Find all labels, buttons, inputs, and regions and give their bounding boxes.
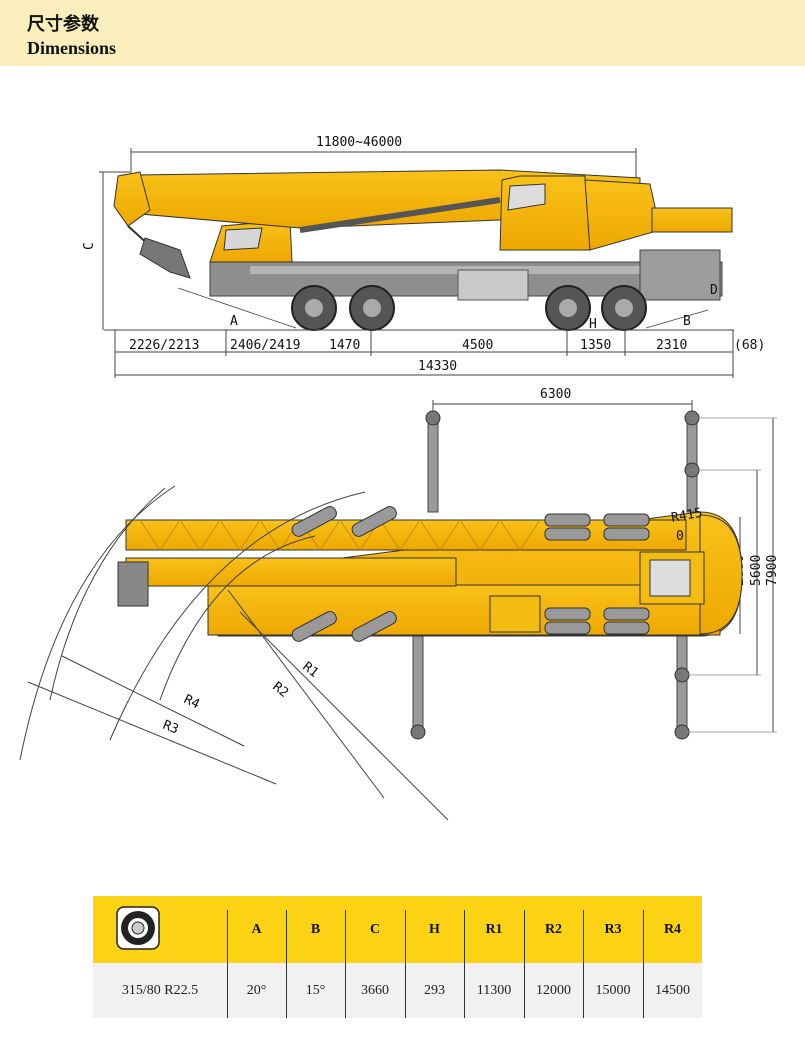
section-title-en: Dimensions xyxy=(27,38,117,58)
rear-overhang-label: 2310 xyxy=(656,338,687,353)
header-c: C xyxy=(369,921,381,937)
r1-label: R1 xyxy=(300,659,322,680)
cell-r2: 12000 xyxy=(536,982,571,998)
dimension-d-label: D xyxy=(710,283,718,298)
width-5600-label: 5600 xyxy=(749,555,764,586)
dimensions-table: A B C H R1 R2 R3 R4 315/80 R22.5 20° 15°… xyxy=(93,896,702,1020)
clearance-h-label: H xyxy=(589,317,597,332)
table-header-row: A B C H R1 R2 R3 R4 xyxy=(93,896,702,963)
width-7900-label: 7900 xyxy=(765,555,780,586)
header-h: H xyxy=(429,921,440,937)
divider xyxy=(583,910,584,1018)
angle-a-label: A xyxy=(230,314,238,329)
header-r2: R2 xyxy=(544,921,563,937)
cell-h: 293 xyxy=(424,982,445,998)
front-overhang-label: 2226/2213 xyxy=(129,338,199,353)
cell-r1: 11300 xyxy=(476,982,512,998)
header-r3: R3 xyxy=(604,921,622,937)
r415-zero: 0 xyxy=(676,529,684,544)
total-length-label: 14330 xyxy=(418,359,457,374)
divider xyxy=(643,910,644,1018)
top-tires xyxy=(291,506,650,642)
divider xyxy=(345,910,346,1018)
side-view: 11800~46000 C xyxy=(82,135,765,378)
r3-label: R3 xyxy=(161,718,181,738)
axle-spacing-2-label: 1350 xyxy=(580,338,611,353)
cell-tire-size: 315/80 R22.5 xyxy=(121,982,199,998)
divider xyxy=(405,910,406,1018)
cab-to-axle-label: 2406/2419 xyxy=(230,338,300,353)
middle-span-label: 4500 xyxy=(462,338,493,353)
wheels xyxy=(291,285,647,331)
header-a: A xyxy=(251,921,262,937)
r4-label: R4 xyxy=(181,692,202,712)
boom-length-label: 11800~46000 xyxy=(316,135,402,150)
divider xyxy=(286,910,287,1018)
header-r1: R1 xyxy=(485,921,503,937)
section-title-cn: 尺寸参数 xyxy=(27,14,99,35)
divider xyxy=(464,910,465,1018)
outrigger-span-label: 6300 xyxy=(540,387,571,402)
r2-label: R2 xyxy=(270,679,292,700)
r415-label: R415 xyxy=(670,506,703,526)
cell-b: 15° xyxy=(305,982,326,998)
header-r4: R4 xyxy=(663,921,682,937)
axle-spacing-1-label: 1470 xyxy=(329,338,360,353)
dimension-drawing: 11800~46000 C xyxy=(19,135,780,821)
tire-icon xyxy=(113,906,163,950)
header-b: B xyxy=(310,921,321,937)
cell-a: 20° xyxy=(246,982,267,998)
table-row: 315/80 R22.5 20° 15° 3660 293 11300 1200… xyxy=(93,963,702,1018)
dimension-c-label: C xyxy=(82,242,97,250)
cell-c: 3660 xyxy=(361,982,389,998)
cell-r3: 15000 xyxy=(595,982,631,998)
cell-r4: 14500 xyxy=(655,982,690,998)
divider xyxy=(227,910,228,1018)
rear-extra-label: (68) xyxy=(734,338,765,353)
section-header: 尺寸参数 Dimensions xyxy=(0,0,805,66)
angle-b-label: B xyxy=(683,314,691,329)
top-view: 6300 2800 5600 7900 xyxy=(19,387,780,821)
divider xyxy=(524,910,525,1018)
